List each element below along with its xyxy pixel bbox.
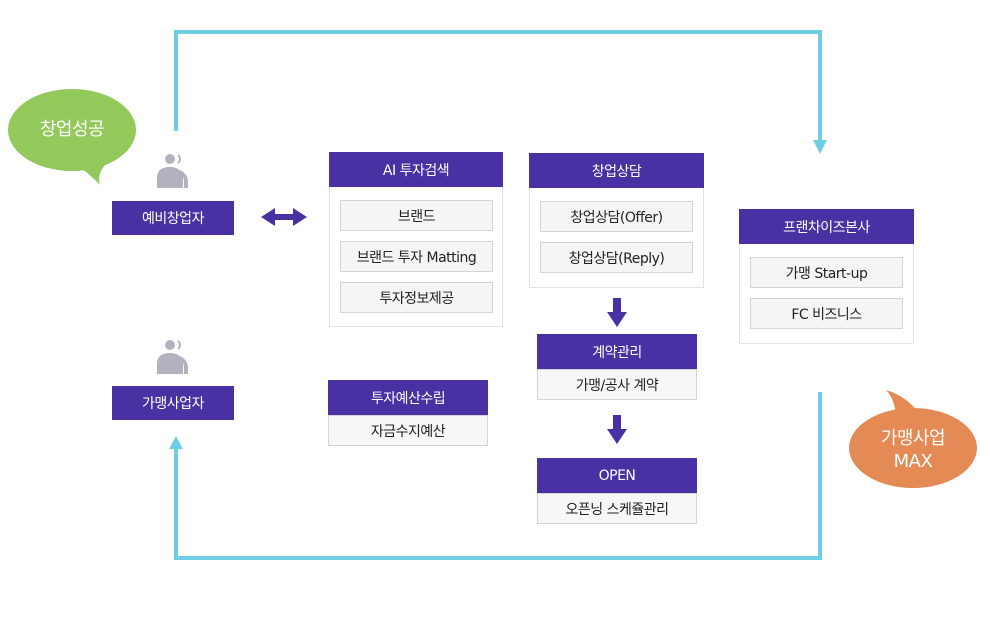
- hq-title: 프랜차이즈본사: [739, 209, 914, 244]
- ai-search-title: AI 투자검색: [329, 152, 503, 187]
- contract-title: 계약관리: [537, 334, 697, 369]
- consulting-item-offer[interactable]: 창업상담(Offer): [540, 201, 693, 232]
- double-arrow-icon: [261, 208, 307, 226]
- top-flow-arrowhead: [813, 140, 827, 154]
- max-bubble: [849, 390, 977, 488]
- prospective-founder-box[interactable]: 예비창업자: [112, 201, 234, 235]
- hq-item-fc-business[interactable]: FC 비즈니스: [750, 298, 903, 329]
- ai-search-item-brand[interactable]: 브랜드: [340, 200, 493, 231]
- bottom-flow-arrowhead: [169, 436, 183, 449]
- down-arrow-icon: [607, 298, 627, 327]
- budget-title: 투자예산수립: [328, 380, 488, 415]
- success-bubble-label: 창업성공: [39, 119, 105, 140]
- person-icon: [157, 154, 188, 188]
- person-icon: [157, 340, 188, 374]
- ai-search-item-matting[interactable]: 브랜드 투자 Matting: [340, 241, 493, 272]
- consulting-item-reply[interactable]: 창업상담(Reply): [540, 242, 693, 273]
- open-item[interactable]: 오픈닝 스케쥴관리: [537, 493, 697, 524]
- success-bubble: [8, 89, 136, 185]
- open-title: OPEN: [537, 458, 697, 493]
- bottom-flow-line: [174, 392, 822, 560]
- contract-item[interactable]: 가맹/공사 계약: [537, 369, 697, 400]
- consulting-title: 창업상담: [529, 153, 704, 188]
- hq-item-startup[interactable]: 가맹 Start-up: [750, 257, 903, 288]
- top-flow-line: [174, 30, 822, 142]
- ai-search-item-info[interactable]: 투자정보제공: [340, 282, 493, 313]
- budget-item[interactable]: 자금수지예산: [328, 415, 488, 446]
- down-arrow-icon: [607, 415, 627, 444]
- max-bubble-label-line2: MAX: [893, 451, 933, 472]
- max-bubble-label-line1: 가맹사업: [880, 428, 946, 449]
- franchisee-box[interactable]: 가맹사업자: [112, 386, 234, 420]
